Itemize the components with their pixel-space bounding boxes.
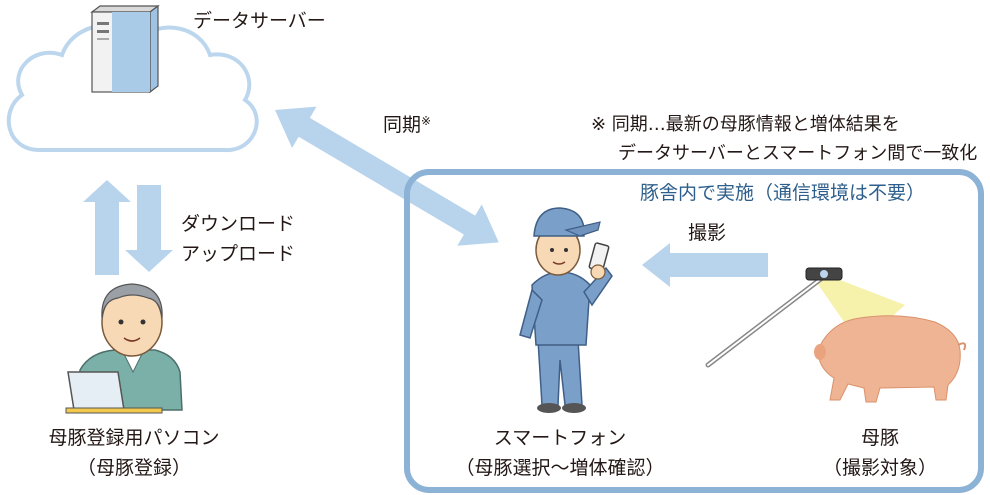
pc-operator-figure [65,283,183,414]
capture-arrow [642,243,768,287]
phone-label-line-2: （母豚選択～増体確認） [455,457,665,479]
upload-label: アップロード [181,243,296,265]
upload-arrow [83,180,131,275]
pc-label-line-2: （母豚登録） [76,457,191,479]
camera-light-beam [815,278,905,345]
phone-label-line-1: スマートフォン [493,427,627,449]
sync-arrow [275,106,499,246]
download-arrow [125,185,173,272]
sow-label-line-2: （撮影対象） [822,457,937,479]
camera-icon [820,270,828,278]
download-upload-arrows [83,180,173,275]
sync-text: 同期 [383,114,422,136]
capture-label: 撮影 [688,222,727,244]
note-line-2: データサーバーとスマートフォン間で一致化 [618,143,978,164]
server-icon [90,4,160,94]
smartphone-user-figure [519,207,613,413]
sync-note-mark: ※ [421,114,432,128]
barn-frame [404,169,984,493]
server-label: データサーバー [193,10,326,32]
barn-caption: 豚舎内で実施（通信環境は不要） [640,182,926,204]
download-label: ダウンロード [181,213,296,235]
sow-label-line-1: 母豚 [860,427,899,449]
sow-icon [814,315,967,403]
sync-label: 同期※ [383,114,431,137]
note-line-1: ※ 同期…最新の母豚情報と増体結果を [591,114,900,135]
camera-pole [705,267,905,368]
pc-label-line-1: 母豚登録用パソコン [48,427,220,449]
